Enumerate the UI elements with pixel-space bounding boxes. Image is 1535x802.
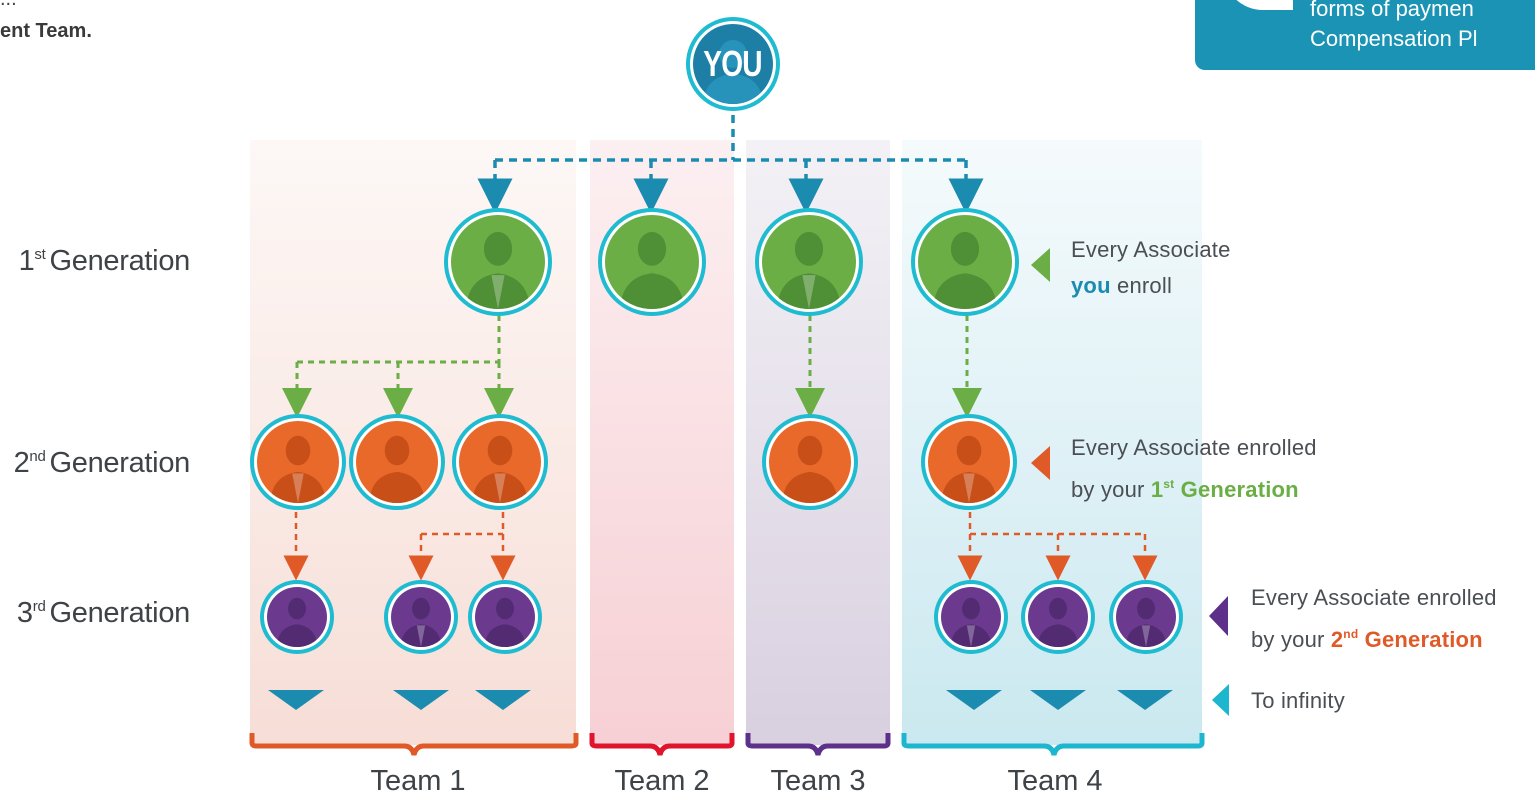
note-gen3-line-1: Every Associate enrolled <box>1251 585 1497 610</box>
infinity-marker <box>1030 690 1086 710</box>
legend-arrow-infinity <box>1212 684 1229 716</box>
note-gen3-emph-suffix: nd <box>1343 627 1359 641</box>
note-gen1: Every Associate you enroll <box>1071 232 1231 304</box>
legend-arrow-gen3 <box>1209 596 1228 636</box>
note-gen2-line-2: by your 1st Generation <box>1071 466 1317 508</box>
infinity-marker <box>475 690 531 710</box>
generation-3-word: Generation <box>49 597 191 629</box>
team-2-bracket <box>589 733 735 756</box>
team-4-bracket <box>901 733 1205 756</box>
infinity-marker <box>946 690 1002 710</box>
note-gen3-emph-number: 2 <box>1330 627 1344 652</box>
generation-2-ordinal: 2 <box>13 447 30 479</box>
header-callout: forms of paymen Compensation Pl <box>1195 0 1535 70</box>
generation-1-ordinal: 1 <box>18 245 35 277</box>
note-gen3-prefix: by your <box>1251 627 1331 652</box>
team-1-label: Team 1 <box>370 765 466 797</box>
note-gen2-line-1: Every Associate enrolled <box>1071 435 1317 460</box>
callout-curve <box>1223 0 1293 10</box>
person-silhouette-icon <box>777 231 841 309</box>
associate-node-gen-2 <box>921 414 1017 510</box>
associate-node-gen-1 <box>598 208 706 316</box>
legend-arrow-gen2 <box>1031 446 1050 480</box>
associate-node-gen-2 <box>452 414 548 510</box>
note-gen1-line-1: Every Associate <box>1071 237 1231 262</box>
associate-node-gen-1 <box>444 208 552 316</box>
note-gen1-rest: enroll <box>1110 273 1173 298</box>
infinity-marker <box>393 690 449 710</box>
team-3-bracket <box>745 733 891 756</box>
root-node: YOU <box>686 17 780 111</box>
generation-1-word: Generation <box>49 245 191 277</box>
note-infinity: To infinity <box>1251 688 1345 713</box>
person-silhouette-icon <box>941 435 997 503</box>
header-right-line-1: forms of paymen <box>1310 0 1474 21</box>
generation-3-suffix: rd <box>32 598 46 615</box>
note-gen2: Every Associate enrolled by your 1st Gen… <box>1071 430 1317 508</box>
header-left-line-1: ... <box>0 0 17 11</box>
team-1-bracket <box>249 733 579 756</box>
person-silhouette-icon <box>1125 597 1167 647</box>
associate-node-gen-3 <box>1109 580 1183 654</box>
associate-node-gen-2 <box>762 414 858 510</box>
associate-node-gen-2 <box>250 414 346 510</box>
note-gen3-emph-word: Generation <box>1358 627 1483 652</box>
generation-3-ordinal: 3 <box>16 597 33 629</box>
note-gen2-emph-suffix: st <box>1163 477 1175 491</box>
generation-2-word: Generation <box>49 447 191 479</box>
header-right-line-2: Compensation Pl <box>1310 26 1478 51</box>
associate-node-gen-3 <box>260 580 334 654</box>
team-3-label: Team 3 <box>770 765 866 797</box>
associate-node-gen-1 <box>911 208 1019 316</box>
person-silhouette-icon <box>400 597 442 647</box>
associate-node-gen-3 <box>934 580 1008 654</box>
note-gen2-emph-word: Generation <box>1174 477 1299 502</box>
generation-2-suffix: nd <box>29 448 46 465</box>
associate-node-gen-3 <box>468 580 542 654</box>
person-silhouette-icon <box>466 231 530 309</box>
associate-node-gen-1 <box>755 208 863 316</box>
associate-node-gen-2 <box>349 414 445 510</box>
person-silhouette-icon <box>782 435 838 503</box>
person-silhouette-icon <box>1037 597 1079 647</box>
note-gen2-emphasis: 1st Generation <box>1151 477 1299 502</box>
note-gen2-prefix: by your <box>1071 477 1151 502</box>
note-gen3-line-2: by your 2nd Generation <box>1251 616 1497 658</box>
generation-1-suffix: st <box>34 246 46 263</box>
person-silhouette-icon <box>933 231 997 309</box>
note-gen3-emphasis: 2nd Generation <box>1331 627 1483 652</box>
header-left-line-2: ent Team. <box>0 20 92 42</box>
person-silhouette-icon <box>484 597 526 647</box>
associate-node-gen-3 <box>1021 580 1095 654</box>
team-2-label: Team 2 <box>614 765 710 797</box>
person-silhouette-icon <box>270 435 326 503</box>
person-silhouette-icon <box>472 435 528 503</box>
person-silhouette-icon <box>950 597 992 647</box>
infinity-marker <box>268 690 324 710</box>
infinity-marker <box>1117 690 1173 710</box>
person-silhouette-icon <box>703 40 763 104</box>
legend-arrow-gen1 <box>1031 248 1050 282</box>
note-gen3: Every Associate enrolled by your 2nd Gen… <box>1251 580 1497 658</box>
note-gen2-emph-number: 1 <box>1150 477 1164 502</box>
team-4-label: Team 4 <box>1007 765 1103 797</box>
person-silhouette-icon <box>369 435 425 503</box>
person-silhouette-icon <box>276 597 318 647</box>
note-gen1-emphasis: you <box>1071 273 1111 298</box>
note-gen1-line-2: you enroll <box>1071 268 1231 304</box>
root-label: YOU <box>703 43 763 84</box>
person-silhouette-icon <box>620 231 684 309</box>
associate-node-gen-3 <box>384 580 458 654</box>
